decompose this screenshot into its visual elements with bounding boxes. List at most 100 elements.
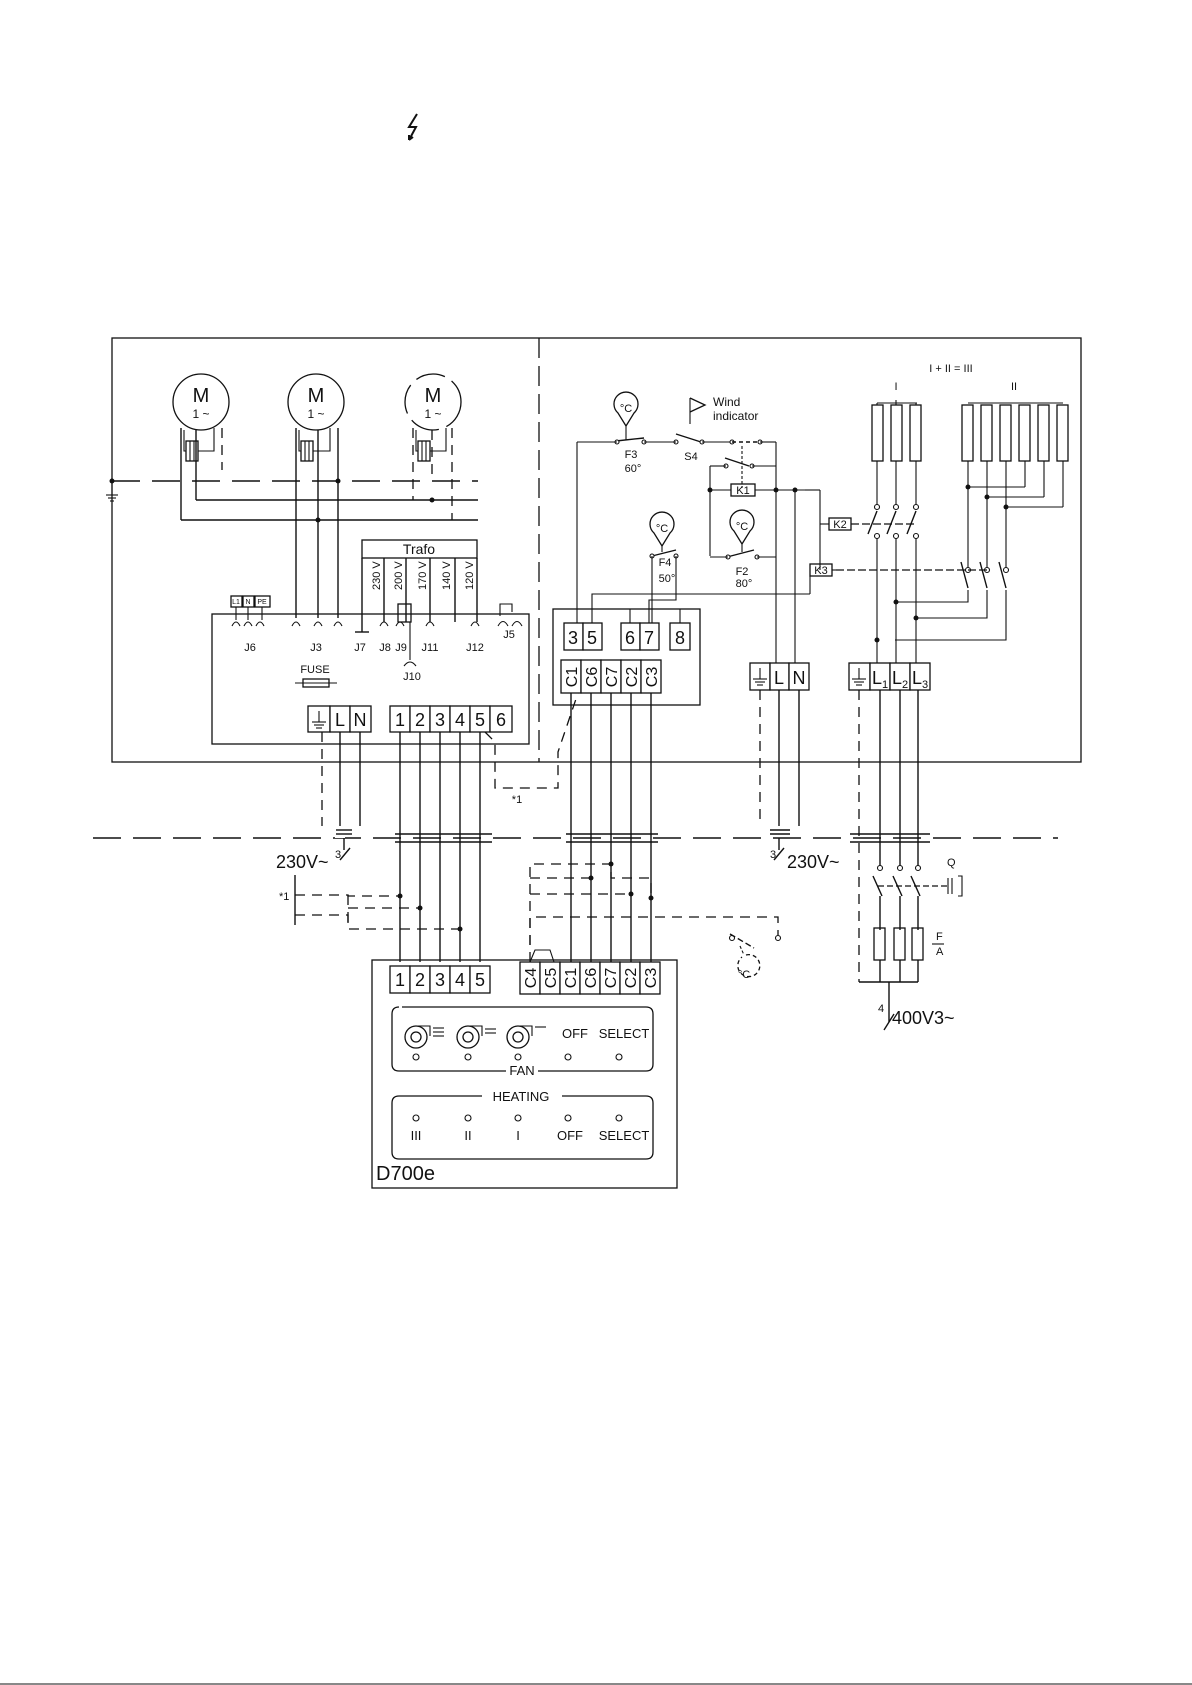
- fan-select-led: [615, 1053, 623, 1061]
- ctrl-terminal-c1: C1: [563, 968, 580, 989]
- relay-terminal-c2: C2: [624, 667, 641, 688]
- ctrl-terminal-4: 4: [455, 970, 465, 990]
- heating-level-3-button[interactable]: III: [411, 1128, 422, 1143]
- main-terminal-2: 2: [415, 710, 425, 730]
- motor-3-symbol: M: [425, 385, 442, 407]
- trafo-tap-230: 230 V: [371, 561, 383, 590]
- relay-terminal-c1: C1: [564, 667, 581, 688]
- main-terminal-1: 1: [395, 710, 405, 730]
- ctrl-terminal-3: 3: [435, 970, 445, 990]
- earth-bus: [106, 478, 478, 502]
- heating-off-button[interactable]: OFF: [557, 1128, 583, 1143]
- heating-panel: HEATING III II I OFF SELECT: [391, 1089, 654, 1160]
- heater-group-2: [836, 402, 1069, 641]
- note-mark-left: *1: [279, 891, 289, 903]
- ctrl-terminal-c4: C4: [523, 968, 540, 989]
- fan-off-button[interactable]: OFF: [562, 1026, 588, 1041]
- j6-pin-l1: L1: [232, 599, 240, 606]
- trafo-tap-170: 170 V: [417, 561, 429, 590]
- heater-group-1: [851, 400, 922, 540]
- fan-low-icon[interactable]: [506, 1025, 546, 1061]
- motor-3: M 1 ~: [404, 373, 462, 431]
- main-power-terminals: L N: [307, 705, 372, 733]
- ctrl-terminal-c7: C7: [603, 968, 620, 989]
- f4-symbol: °C: [656, 523, 668, 535]
- flag-icon: [689, 397, 707, 413]
- fan-select-button[interactable]: SELECT: [599, 1026, 650, 1041]
- ext-sensor-symbol: °C: [738, 969, 750, 981]
- breaker-q-label: Q: [947, 857, 956, 869]
- heating-panel-title: HEATING: [493, 1089, 550, 1104]
- fan-off-led: [564, 1053, 572, 1061]
- relay-k3: K3: [814, 565, 827, 577]
- j6-pin-n: N: [245, 599, 250, 606]
- relay-terminal-7: 7: [644, 628, 654, 648]
- j6-pin-pe: PE: [257, 599, 267, 606]
- fan-high-icon[interactable]: [404, 1025, 444, 1061]
- ctrl-terminal-c5: C5: [543, 968, 560, 989]
- right-230v-count: 3: [770, 849, 776, 861]
- heating-level-2-button[interactable]: II: [464, 1128, 471, 1143]
- controller-model: D700e: [376, 1163, 435, 1185]
- motor-3-phase: 1 ~: [424, 407, 441, 421]
- ctrl-terminal-c6: C6: [583, 968, 600, 989]
- connector-j8: J8: [379, 642, 391, 654]
- trafo-tap-120: 120 V: [464, 561, 476, 590]
- supply-230-terminal-n: N: [793, 668, 806, 688]
- optional-links: *1 °C: [279, 861, 782, 981]
- motor-2-symbol: M: [308, 385, 325, 407]
- connector-j6: J6: [244, 642, 256, 654]
- fan-panel-title: FAN: [509, 1063, 534, 1078]
- motor-1-symbol: M: [193, 385, 210, 407]
- motor-1-phase: 1 ~: [192, 407, 209, 421]
- ctrl-terminal-c3: C3: [643, 968, 660, 989]
- supply-400-terminal-l2: L: [892, 668, 902, 688]
- trafo-tap-140: 140 V: [441, 561, 453, 590]
- main-terminal-4: 4: [455, 710, 465, 730]
- heating-level-1-button[interactable]: I: [516, 1128, 520, 1143]
- connector-j10: J10: [403, 671, 421, 683]
- heating-select-button[interactable]: SELECT: [599, 1128, 650, 1143]
- f2-name: F2: [736, 566, 749, 578]
- main-terminal-6: 6: [496, 710, 506, 730]
- fuse-a-label: A: [936, 946, 944, 958]
- motor-buses: [181, 478, 478, 523]
- motor-2: M 1 ~: [287, 373, 345, 431]
- main-terminal-l: L: [335, 710, 345, 730]
- left-230v-label: 230V~: [276, 852, 329, 872]
- fan-medium-icon[interactable]: [456, 1025, 496, 1061]
- connector-j3: J3: [310, 642, 322, 654]
- motor-2-phase: 1 ~: [307, 407, 324, 421]
- relay-terminal-5: 5: [587, 628, 597, 648]
- thermostat-f3: °C F3 60°: [613, 391, 647, 475]
- supply-400-terminal-l3: L: [912, 668, 922, 688]
- left-230v-count: 3: [335, 849, 341, 861]
- fan-panel: FAN OFF SELECT: [391, 1006, 654, 1078]
- motor-1: M 1 ~: [172, 373, 230, 431]
- trafo-box: [361, 539, 478, 559]
- thermostat-icon: [649, 511, 675, 548]
- connector-j7: J7: [354, 642, 366, 654]
- relay-bottom-terminals: C1 C6 C7 C2 C3: [560, 659, 662, 694]
- trafo-label: Trafo: [403, 541, 435, 557]
- relay-top-terminals: 3 5 6 7 8: [563, 622, 691, 651]
- earth-icon: [852, 668, 866, 686]
- right-230v-label: 230V~: [787, 852, 840, 872]
- f4-temp: 50°: [659, 573, 676, 585]
- f2-symbol: °C: [736, 521, 748, 533]
- heater-group-2-label: II: [1011, 381, 1017, 393]
- supply-400-terminals: L 1 L 2 L 3: [848, 662, 931, 691]
- earth-icon: [312, 711, 326, 729]
- supply-400-sub-1: 1: [882, 679, 888, 691]
- connector-j11: J11: [422, 642, 439, 654]
- motor-wiring: [180, 428, 453, 618]
- relay-terminal-8: 8: [675, 628, 685, 648]
- relay-k2: K2: [833, 519, 846, 531]
- supply-400-sub-2: 2: [902, 679, 908, 691]
- wind-indicator: Wind indicator S4: [673, 395, 758, 463]
- supply-400v-label: 400V3~: [892, 1008, 955, 1028]
- controller-right-terminals: C4 C5 C1 C6 C7 C2 C3: [519, 949, 661, 995]
- controller-left-terminals: 1 2 3 4 5: [389, 965, 491, 994]
- relay-terminal-6: 6: [625, 628, 635, 648]
- heater-formula: I + II = III: [929, 363, 972, 375]
